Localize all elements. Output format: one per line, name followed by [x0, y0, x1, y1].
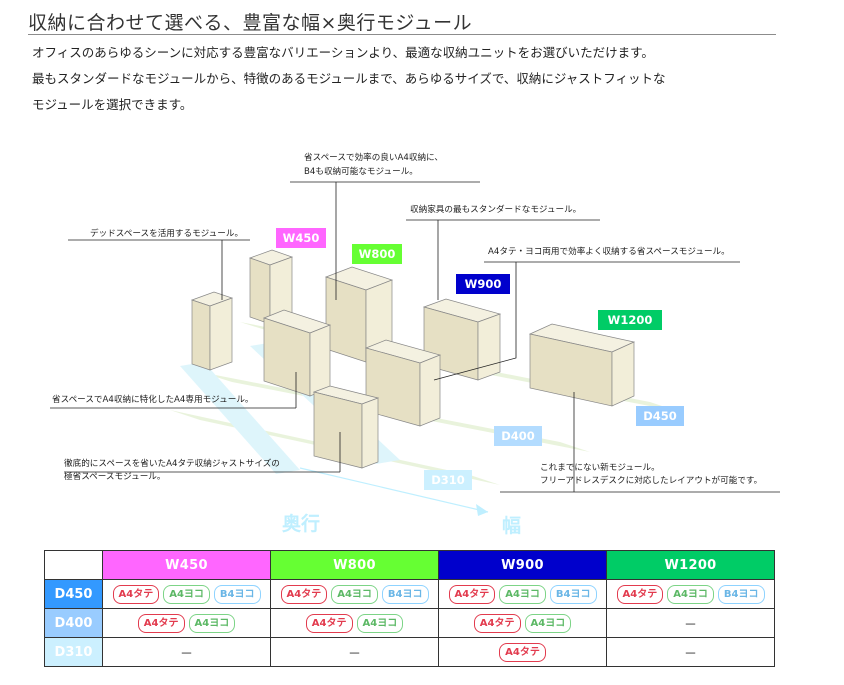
paper-size-chip-yoko: A4ヨコ	[499, 584, 546, 604]
note-d310-line1: 徹底的にスペースを省いたA4タテ収納ジャストサイズの	[64, 457, 280, 469]
width-band-1	[180, 362, 300, 474]
axis-arrow: 奥行 幅	[282, 467, 521, 537]
note-w450: デッドスペースを活用するモジュール。	[90, 227, 243, 239]
paper-size-chip-yoko: A4ヨコ	[524, 613, 572, 633]
paper-size-chip-yoko: A4ヨコ	[667, 584, 714, 604]
paper-size-chip-yoko: A4ヨコ	[163, 584, 210, 604]
paper-size-chip-tate: A4タテ	[112, 584, 160, 604]
empty-cell-dash: －	[179, 646, 193, 662]
empty-cell-dash: －	[683, 646, 697, 662]
depth-axis-label: 奥行	[282, 512, 320, 535]
cabinet-w450-d400	[190, 291, 234, 371]
note-w800-line2: B4も収納可能なモジュール。	[304, 165, 418, 177]
cabinet-w800-d400	[262, 309, 332, 397]
paper-size-chip-b4: B4ヨコ	[549, 584, 597, 604]
intro-text: オフィスのあらゆるシーンに対応する豊富なバリエーションより、最適な収納ユニットを…	[32, 40, 792, 118]
paper-size-chip-b4: B4ヨコ	[381, 584, 429, 604]
column-header-w800: W800	[270, 550, 439, 580]
note-w1200: A4タテ・ヨコ両用で効率よく収納する省スペースモジュール。	[488, 245, 730, 257]
label-w800-text: W800	[359, 247, 396, 261]
label-d310: D310	[424, 470, 472, 490]
table-row: D310 － － A4タテ －	[44, 637, 775, 667]
paper-size-chip-b4: B4ヨコ	[213, 584, 261, 604]
label-d400: D400	[494, 426, 542, 446]
label-w900-text: W900	[465, 277, 502, 291]
row-header-d450: D450	[44, 579, 103, 609]
note-new-module-line2: フリーアドレスデスクに対応したレイアウトが可能です。	[540, 474, 762, 486]
note-d400: 省スペースでA4収納に特化したA4専用モジュール。	[52, 393, 254, 405]
paper-size-chip-tate: A4タテ	[473, 613, 521, 633]
paper-size-chip-tate: A4タテ	[448, 584, 496, 604]
cabinet-w900-d400	[364, 339, 442, 427]
cabinet-w900-d310	[312, 385, 380, 469]
label-w1200-text: W1200	[608, 313, 653, 327]
intro-line: 最もスタンダードなモジュールから、特徴のあるモジュールまで、あらゆるサイズで、収…	[32, 71, 666, 86]
label-d400-text: D400	[501, 429, 535, 443]
table-cell: －	[102, 637, 271, 667]
paper-size-chip-yoko: A4ヨコ	[331, 584, 378, 604]
label-w900: W900	[456, 274, 510, 294]
table-cell: －	[606, 608, 775, 638]
section-header: 収納に合わせて選べる、豊富な幅×奥行モジュール	[28, 6, 776, 35]
table-cell: A4タテ	[438, 637, 607, 667]
paper-size-chip-tate: A4タテ	[305, 613, 353, 633]
empty-cell-dash: －	[683, 617, 697, 633]
paper-size-chip-tate: A4タテ	[499, 642, 546, 662]
width-axis-label: 幅	[502, 514, 521, 537]
paper-size-chip-yoko: A4ヨコ	[188, 613, 236, 633]
note-w800-line1: 省スペースで効率の良いA4収納に、	[304, 151, 443, 163]
leader-lines	[50, 181, 780, 493]
note-d310-line2: 極省スペースモジュール。	[64, 470, 166, 482]
paper-size-chip-b4: B4ヨコ	[717, 584, 765, 604]
table-cell: －	[606, 637, 775, 667]
section-title: 収納に合わせて選べる、豊富な幅×奥行モジュール	[28, 12, 473, 34]
intro-line: モジュールを選択できます。	[32, 97, 193, 112]
label-w450: W450	[276, 228, 326, 248]
column-header-w450: W450	[102, 550, 271, 580]
note-new-module-line1: これまでにない新モジュール。	[540, 461, 660, 473]
note-w900: 収納家具の最もスタンダードなモジュール。	[410, 203, 581, 215]
label-w450-text: W450	[283, 231, 320, 245]
paper-size-chip-tate: A4タテ	[137, 613, 185, 633]
paper-size-chip-tate: A4タテ	[280, 584, 328, 604]
row-header-d400: D400	[44, 608, 103, 638]
table-cell: －	[270, 637, 439, 667]
column-header-w900: W900	[438, 550, 607, 580]
empty-cell-dash: －	[347, 646, 361, 662]
label-d310-text: D310	[431, 473, 465, 487]
row-header-d310: D310	[44, 637, 103, 667]
cabinet-w1200-d450	[528, 323, 636, 407]
paper-size-chip-tate: A4タテ	[616, 584, 664, 604]
label-d450: D450	[636, 406, 684, 426]
label-d450-text: D450	[643, 409, 677, 423]
table-corner-cell	[44, 550, 103, 580]
label-w800: W800	[352, 244, 402, 264]
paper-size-chip-yoko: A4ヨコ	[356, 613, 404, 633]
module-diagram: 奥行 幅	[50, 151, 780, 537]
column-header-w1200: W1200	[606, 550, 775, 580]
intro-line: オフィスのあらゆるシーンに対応する豊富なバリエーションより、最適な収納ユニットを…	[32, 45, 654, 60]
label-w1200: W1200	[598, 310, 662, 330]
cabinet-w450-d450	[248, 249, 294, 325]
